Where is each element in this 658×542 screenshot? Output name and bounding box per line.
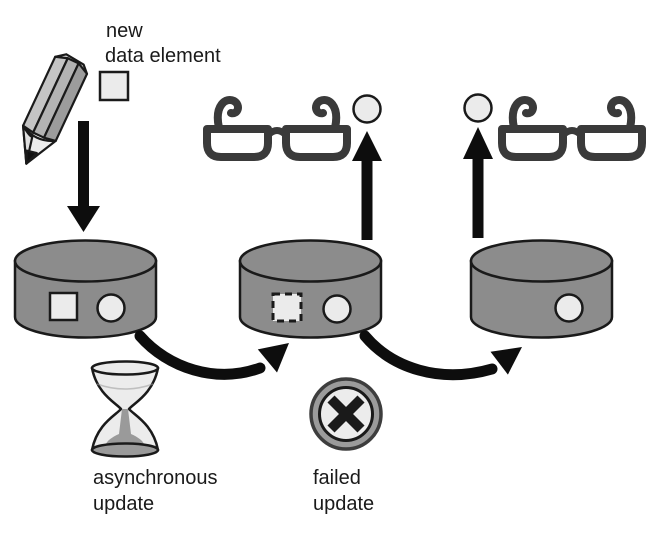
read-arrow-1 (352, 131, 382, 240)
replication-arrow-2-head (490, 347, 522, 375)
pencil-graphite (25, 149, 38, 165)
hourglass-top-rim (90, 360, 160, 376)
hourglass-base (90, 442, 160, 458)
stored-circle-replica-1 (322, 294, 352, 324)
hourglass-sand-line (96, 383, 154, 390)
pencil-icon (21, 53, 89, 165)
database-replica-2 (469, 239, 614, 339)
read-arrow-2-shaft (472, 157, 484, 238)
replication-arrow-2 (359, 330, 522, 381)
database-primary (13, 239, 158, 339)
write-arrow (67, 121, 100, 232)
database-replica-1 (238, 239, 383, 339)
new-data-label-line2: data element (105, 45, 221, 67)
glasses-icon (502, 100, 642, 157)
replication-arrow-1-shaft (134, 330, 266, 380)
replication-arrow-1 (134, 330, 289, 380)
x-circle-icon (309, 377, 383, 451)
replication-arrow-2-shaft (359, 330, 498, 381)
hourglass-icon (90, 360, 160, 458)
hourglass-sand (106, 409, 144, 444)
glasses-icon (207, 100, 347, 157)
read-arrow-1-head (352, 131, 382, 161)
async-update-label-line2: update (93, 493, 154, 515)
x-mark (327, 395, 365, 433)
stored-circle-replica-2 (554, 293, 584, 323)
async-update-label-line1: asynchronous (93, 467, 218, 489)
read-arrow-2-head (463, 127, 493, 159)
pencil-wood-facet (21, 124, 34, 165)
pending-square-dashed-replica-1 (271, 292, 303, 323)
read-arrow-1-shaft (361, 159, 373, 240)
read-arrow-2 (463, 127, 493, 238)
replication-arrow-1-head (257, 343, 289, 373)
failed-update-label-line2: update (313, 493, 374, 515)
read-result-circle-1 (352, 94, 382, 124)
stored-square-primary (48, 291, 79, 322)
write-arrow-shaft (78, 121, 89, 208)
stored-circle-primary (96, 293, 126, 323)
write-arrow-head (67, 206, 100, 232)
read-result-circle-2 (463, 93, 493, 123)
new-data-square (98, 70, 130, 102)
new-data-label-line1: new (106, 20, 143, 42)
failed-update-label-line1: failed (313, 467, 361, 489)
